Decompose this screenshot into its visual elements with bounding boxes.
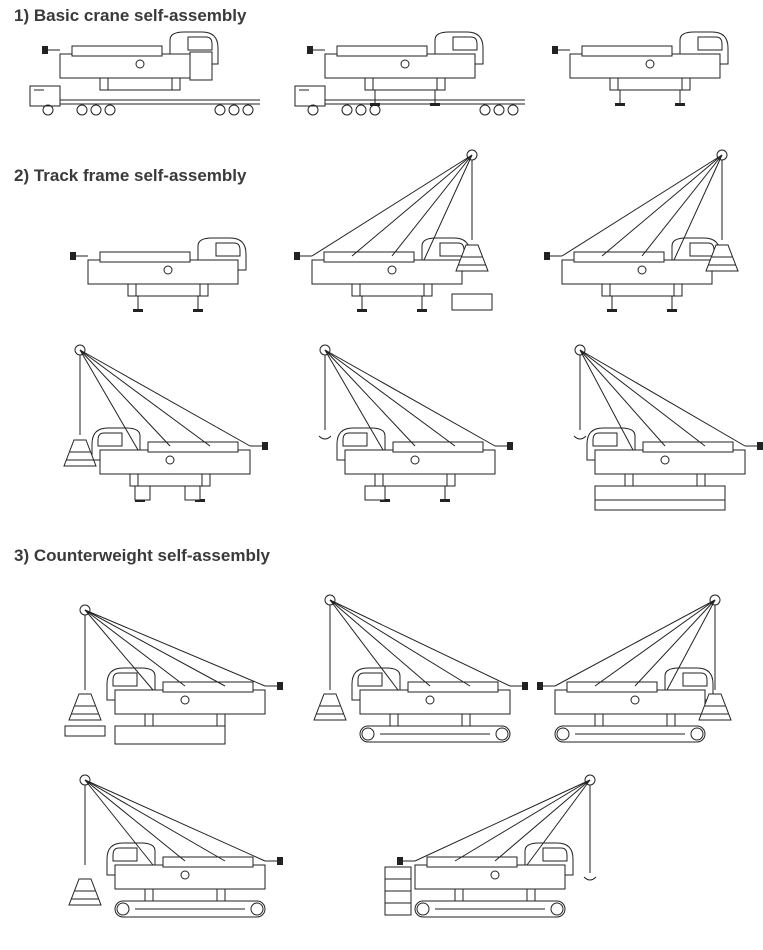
stage-2-5	[318, 344, 514, 503]
section-heading-2: 2) Track frame self-assembly	[14, 166, 247, 185]
stage-1-1	[29, 31, 261, 116]
stage-3-5	[384, 774, 597, 918]
section-heading-3: 3) Counterweight self-assembly	[14, 546, 271, 565]
stage-3-4	[68, 774, 284, 918]
stage-1-3	[551, 31, 729, 107]
stage-2-6	[573, 344, 763, 511]
stage-1-2	[294, 31, 526, 116]
stage-3-1	[64, 604, 284, 745]
stage-2-1	[69, 237, 247, 313]
stage-3-3	[536, 594, 732, 743]
stage-2-3	[543, 149, 739, 313]
section-heading-1: 1) Basic crane self-assembly	[14, 6, 247, 25]
stage-2-2	[293, 149, 493, 313]
stage-3-2	[313, 594, 529, 743]
stage-2-4	[63, 344, 269, 503]
